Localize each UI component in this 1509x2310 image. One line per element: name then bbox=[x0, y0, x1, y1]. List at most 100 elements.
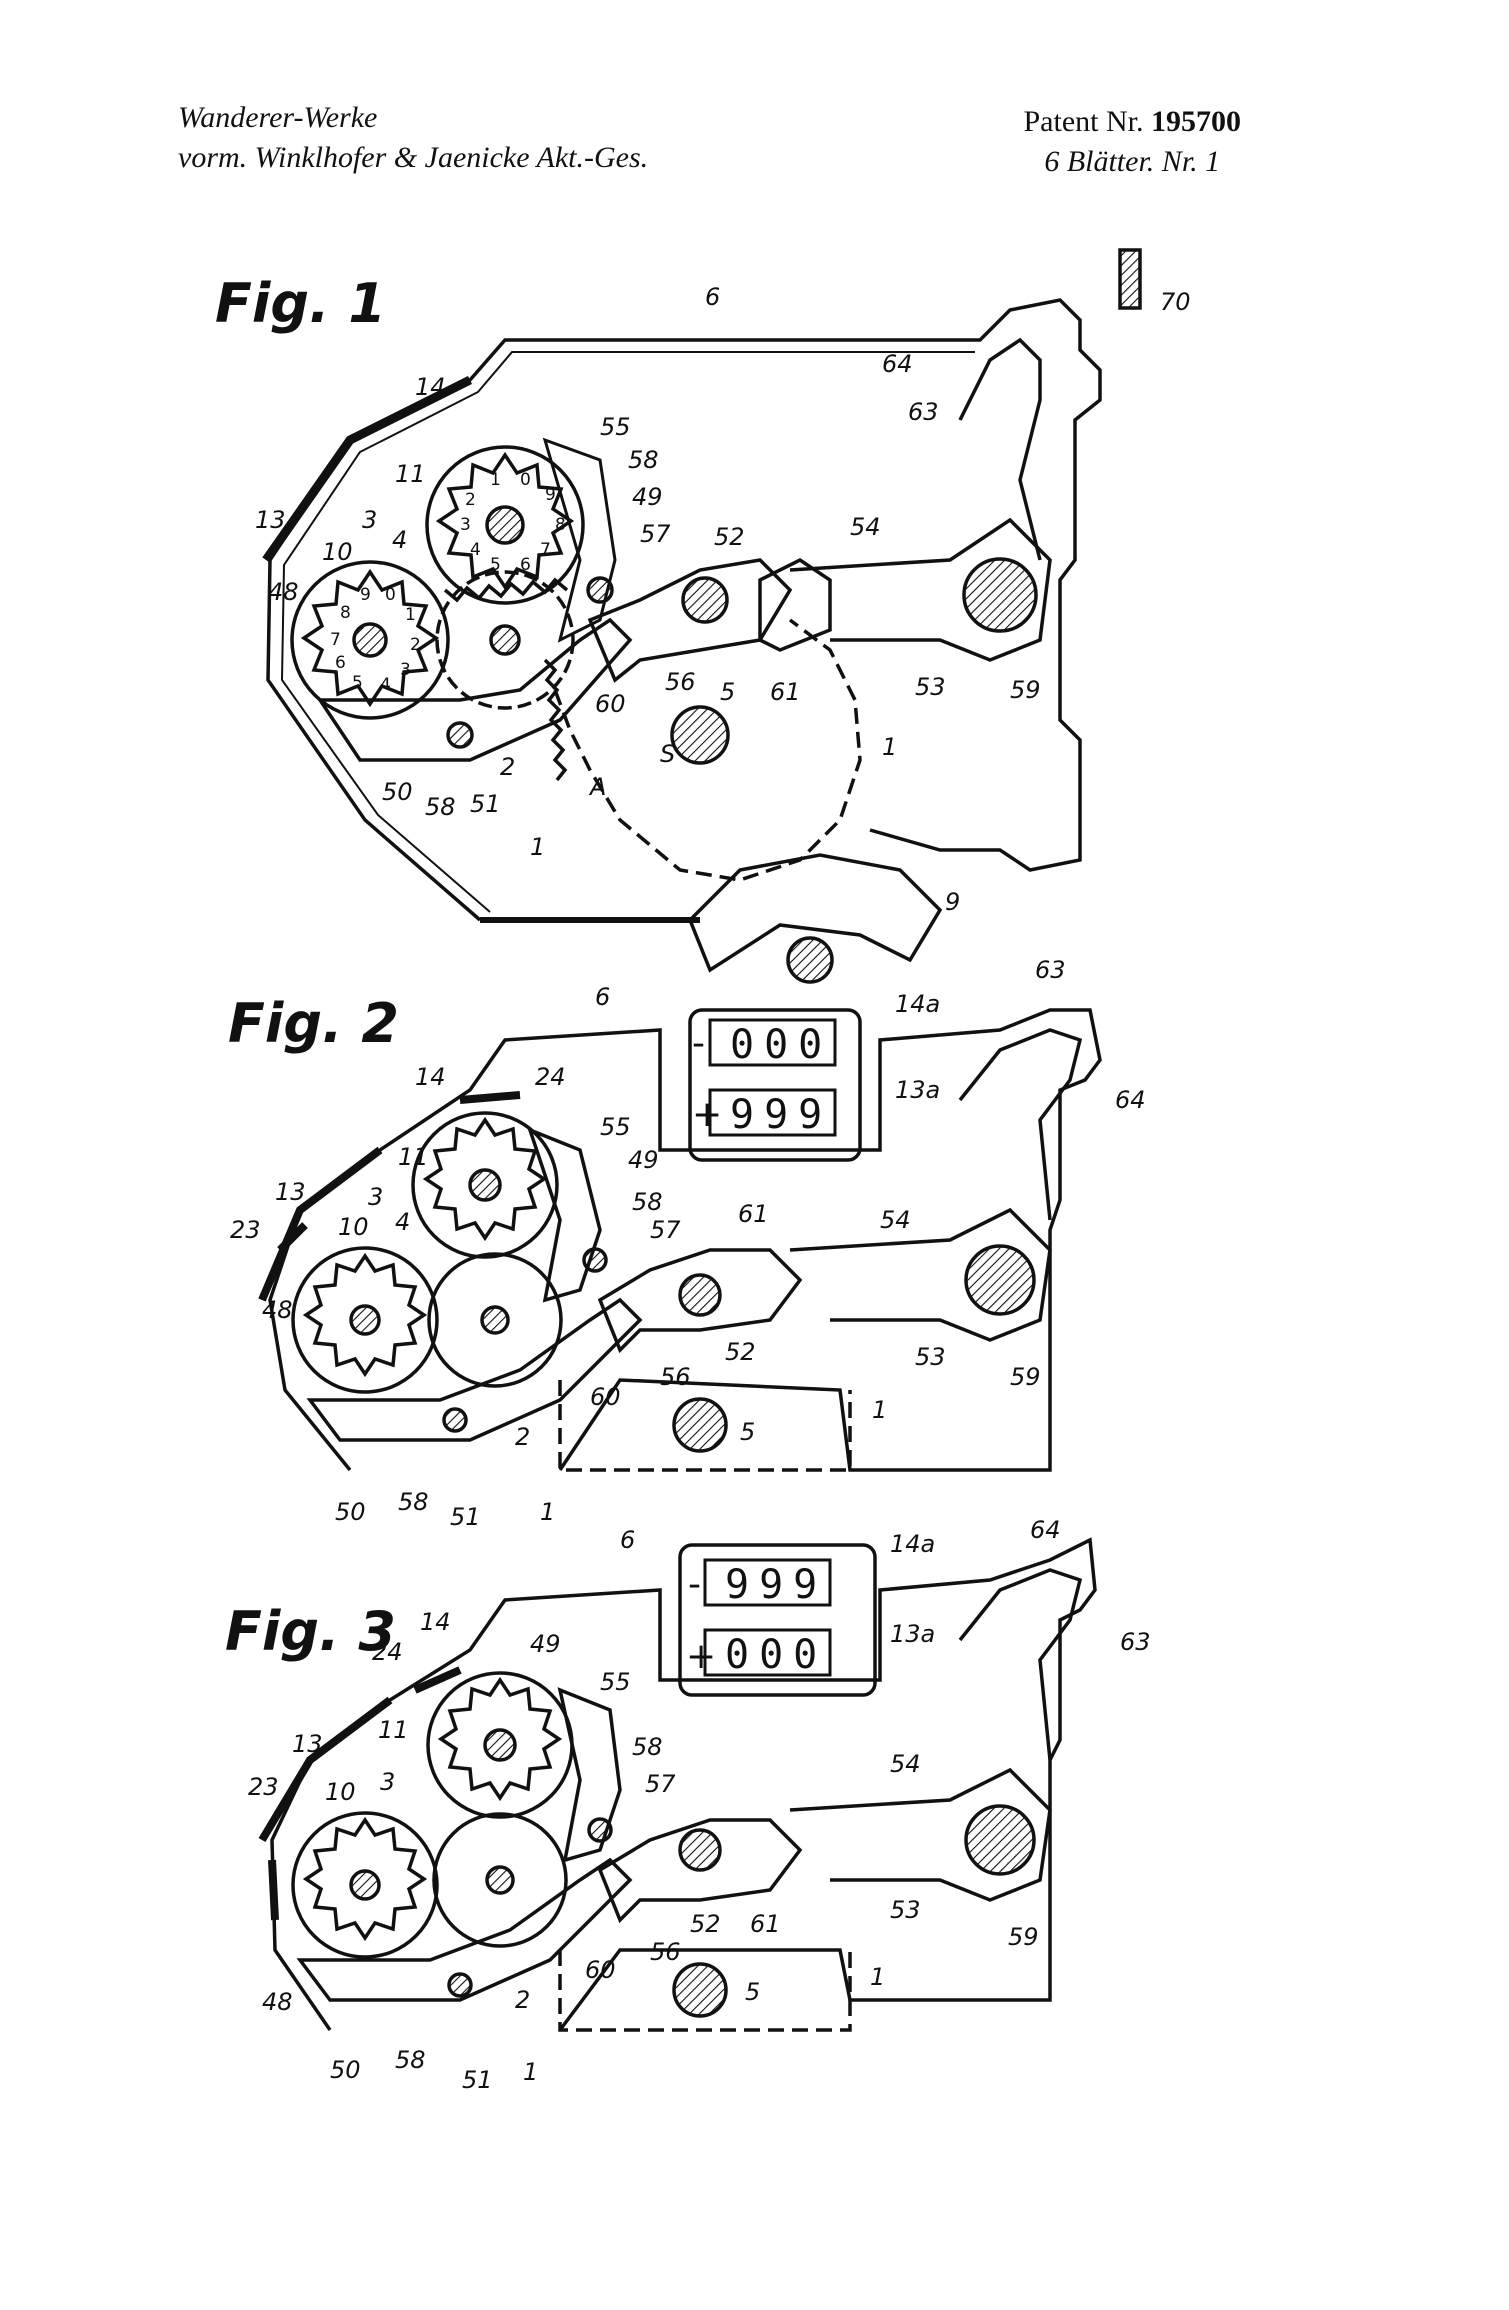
gear-3-outline bbox=[300, 568, 440, 708]
figure-3-reference-numerals: 6 14a 64 14 49 13a 63 24 55 11 58 54 13 … bbox=[248, 1516, 1151, 2094]
ref-51: 51 bbox=[470, 790, 501, 818]
ref-60: 60 bbox=[595, 690, 626, 718]
counter-window bbox=[678, 1543, 877, 1697]
wheel-4 bbox=[427, 1252, 563, 1388]
cover-14 bbox=[258, 1696, 393, 1843]
pawl-lever-50 bbox=[296, 1857, 633, 2002]
lever-63-64 bbox=[958, 337, 1042, 561]
ref-59: 59 bbox=[1010, 676, 1041, 704]
ref-6: 6 bbox=[705, 283, 720, 311]
ref-51: 51 bbox=[450, 1503, 481, 1531]
sheet-info: 6 Blätter. Nr. 1 bbox=[1044, 145, 1221, 178]
ref-4: 4 bbox=[395, 1208, 410, 1236]
pin-52 bbox=[678, 1828, 722, 1872]
ref-58: 58 bbox=[632, 1188, 663, 1216]
ref-10: 10 bbox=[322, 538, 353, 566]
ref-14: 14 bbox=[415, 373, 446, 401]
shaft-5 bbox=[672, 1397, 728, 1453]
wheel-11 bbox=[425, 445, 585, 605]
sector-gear-1 bbox=[558, 1950, 852, 2032]
ref-53: 53 bbox=[915, 673, 946, 701]
pin-51 bbox=[446, 721, 474, 749]
ref-11: 11 bbox=[398, 1143, 429, 1171]
ref-56: 56 bbox=[660, 1363, 691, 1391]
slide-56-60 bbox=[597, 1818, 803, 1924]
ref-3: 3 bbox=[380, 1768, 395, 1796]
ref-2: 2 bbox=[515, 1423, 530, 1451]
svg-text:8: 8 bbox=[340, 603, 351, 623]
pin-52 bbox=[678, 1273, 722, 1317]
ref-63: 63 bbox=[1035, 956, 1066, 984]
counter-plus-digits: 999 bbox=[730, 1092, 832, 1138]
pivot-59 bbox=[962, 557, 1038, 633]
ref-14: 14 bbox=[420, 1608, 451, 1636]
ref-2: 2 bbox=[515, 1986, 530, 2014]
slide-56-60 bbox=[597, 1248, 803, 1354]
assignee-block: Wanderer-Werke vorm. Winklhofer & Jaenic… bbox=[178, 98, 648, 178]
ref-14: 14 bbox=[415, 1063, 446, 1091]
shaft-3 bbox=[352, 622, 388, 658]
ref-9: 9 bbox=[945, 888, 960, 916]
ref-48: 48 bbox=[262, 1296, 293, 1324]
pin-9 bbox=[786, 936, 834, 984]
wheel-3-10 bbox=[290, 560, 450, 720]
ref-70: 70 bbox=[1160, 288, 1191, 316]
ref-3: 3 bbox=[362, 506, 377, 534]
ref-61: 61 bbox=[770, 678, 801, 706]
ref-52: 52 bbox=[690, 1910, 721, 1938]
counter-minus-box bbox=[703, 1558, 832, 1607]
figure-3-label: Fig. 3 bbox=[225, 1600, 396, 1663]
ref-60: 60 bbox=[590, 1383, 621, 1411]
ref-52: 52 bbox=[714, 523, 745, 551]
svg-text:4: 4 bbox=[380, 675, 391, 695]
counter-plus-box bbox=[708, 1088, 837, 1137]
ref-54: 54 bbox=[880, 1206, 911, 1234]
figure-2-reference-numerals: 6 14a 63 14 24 13a 64 55 11 49 13 3 58 2… bbox=[230, 956, 1146, 1531]
ref-48: 48 bbox=[268, 578, 299, 606]
ref-51: 51 bbox=[462, 2066, 493, 2094]
ref-64: 64 bbox=[1115, 1086, 1146, 1114]
ref-1b: 1 bbox=[540, 1498, 555, 1526]
ref-23: 23 bbox=[230, 1216, 261, 1244]
housing-shell-inner bbox=[280, 351, 975, 913]
ref-13: 13 bbox=[275, 1178, 306, 1206]
ref-50: 50 bbox=[335, 1498, 366, 1526]
housing-shell bbox=[270, 1537, 1097, 2032]
svg-text:2: 2 bbox=[465, 490, 476, 510]
ref-1a: 1 bbox=[872, 1396, 887, 1424]
counter-minus-sign: - bbox=[692, 1023, 705, 1064]
pawl-lever-50 bbox=[306, 1297, 643, 1442]
svg-text:0: 0 bbox=[385, 585, 396, 605]
ref-23: 23 bbox=[248, 1773, 279, 1801]
counter-minus-box bbox=[708, 1018, 837, 1067]
ref-64: 64 bbox=[1030, 1516, 1061, 1544]
shaft-11 bbox=[483, 1728, 517, 1762]
shaft-4 bbox=[485, 1865, 515, 1895]
counter-plus-sign: + bbox=[686, 1636, 716, 1677]
patent-number: 195700 bbox=[1151, 105, 1241, 138]
figure-1-drawing bbox=[262, 248, 1142, 984]
pin-57 bbox=[582, 1247, 608, 1273]
ref-57: 57 bbox=[650, 1216, 681, 1244]
gear-4-teeth bbox=[443, 577, 569, 603]
shaft-4 bbox=[489, 624, 521, 656]
ref-1a: 1 bbox=[870, 1963, 885, 1991]
shaft-11 bbox=[468, 1168, 502, 1202]
spring-24 bbox=[459, 1091, 521, 1104]
sector-gear-1-teeth bbox=[543, 658, 568, 782]
figure-3-counters: - 999 + 000 bbox=[686, 1562, 817, 1678]
shaft-3 bbox=[349, 1869, 381, 1901]
shaft-3 bbox=[349, 1304, 381, 1336]
assignee-line-2: vorm. Winklhofer & Jaenicke Akt.-Ges. bbox=[178, 141, 649, 174]
sector-gear-1 bbox=[553, 618, 862, 882]
patent-block: Patent Nr. 195700 6 Blätter. Nr. 1 bbox=[1024, 102, 1242, 182]
wheel-11 bbox=[411, 1111, 559, 1259]
svg-text:1: 1 bbox=[405, 605, 416, 625]
pivot-59 bbox=[964, 1804, 1036, 1876]
ref-14a: 14a bbox=[895, 990, 940, 1018]
spring-24 bbox=[413, 1666, 462, 1694]
ref-24: 24 bbox=[535, 1063, 566, 1091]
gear-11-teeth bbox=[422, 1116, 548, 1242]
ref-58b: 58 bbox=[395, 2046, 426, 2074]
